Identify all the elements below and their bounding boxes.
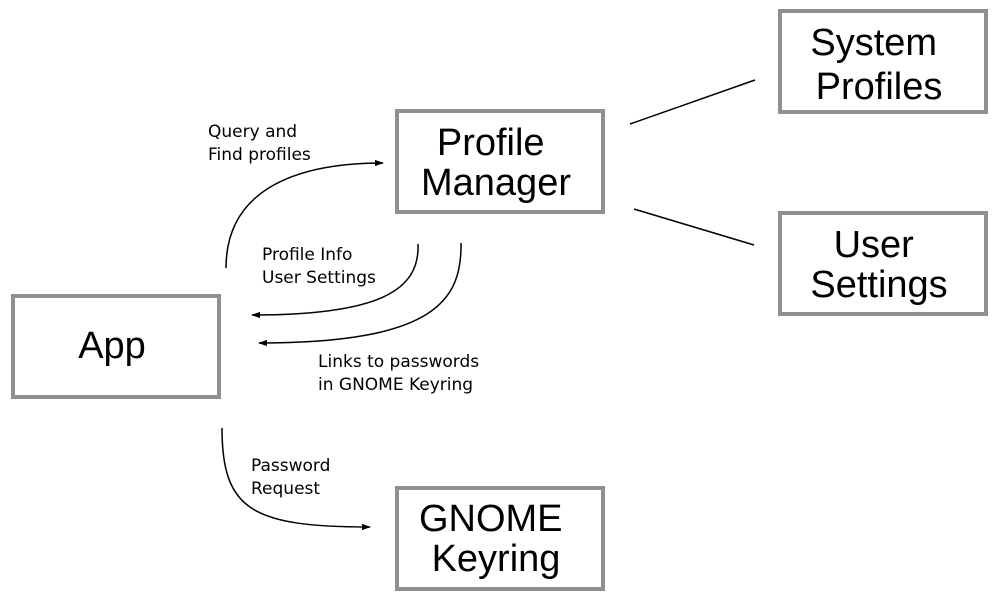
connector-pm-user-settings [633,208,755,246]
password-request-label: Password Request [251,456,336,499]
arrow-links-passwords [258,242,462,347]
query-find-label: Query and Find profiles [208,122,311,165]
system-profiles-box: System Profiles [778,9,988,114]
user-settings-label: User Settings [810,224,947,306]
gnome-keyring-box: GNOME Keyring [395,486,605,591]
app-box: App [11,294,221,399]
gnome-keyring-label: GNOME Keyring [419,498,573,580]
links-passwords-label: Links to passwords in GNOME Keyring [318,352,485,395]
profile-manager-label: Profile Manager [421,122,571,204]
user-settings-box: User Settings [778,211,988,316]
system-profiles-label: System Profiles [810,22,947,108]
arrow-profile-info [251,243,419,319]
profile-manager-box: Profile Manager [395,109,605,214]
connector-pm-system-profiles [629,79,756,125]
arrow-query-profiles [225,159,384,269]
profile-info-label: Profile Info User Settings [262,245,376,288]
arrow-password-request [221,427,371,531]
app-label: App [78,325,146,367]
